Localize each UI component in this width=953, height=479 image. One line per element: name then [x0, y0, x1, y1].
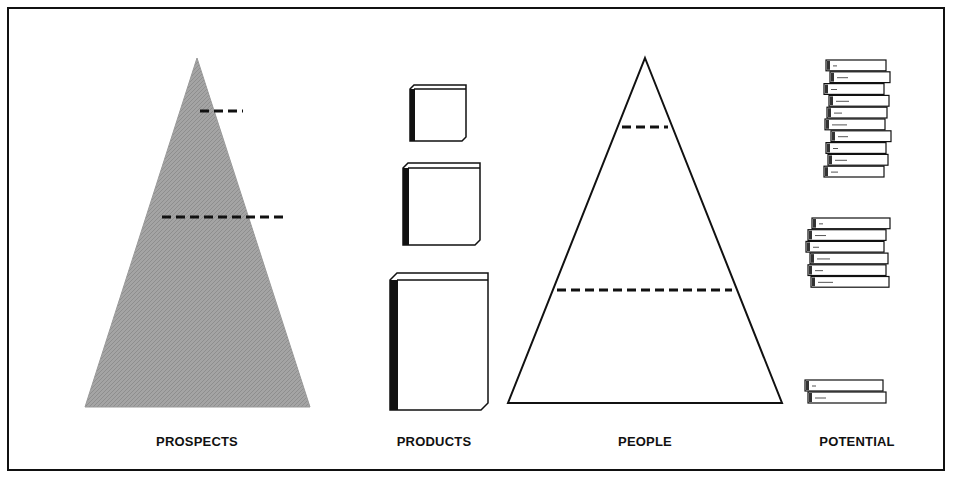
level-line: [557, 289, 732, 292]
product-box: [410, 85, 466, 141]
level-line: [162, 216, 285, 219]
level-line: [622, 126, 668, 129]
caption-label: POTENTIAL: [819, 434, 894, 449]
card-stack: [824, 60, 891, 177]
prospects-triangle: [85, 58, 310, 407]
product-box: [403, 163, 480, 245]
caption-label: PEOPLE: [618, 434, 672, 449]
people-triangle: [508, 58, 782, 403]
level-line: [200, 110, 243, 113]
card-stack: [806, 218, 890, 287]
card-stack: [805, 380, 886, 403]
caption-label: PRODUCTS: [397, 434, 472, 449]
caption-label: PROSPECTS: [156, 434, 238, 449]
frame: [8, 8, 944, 470]
product-box: [390, 273, 488, 410]
